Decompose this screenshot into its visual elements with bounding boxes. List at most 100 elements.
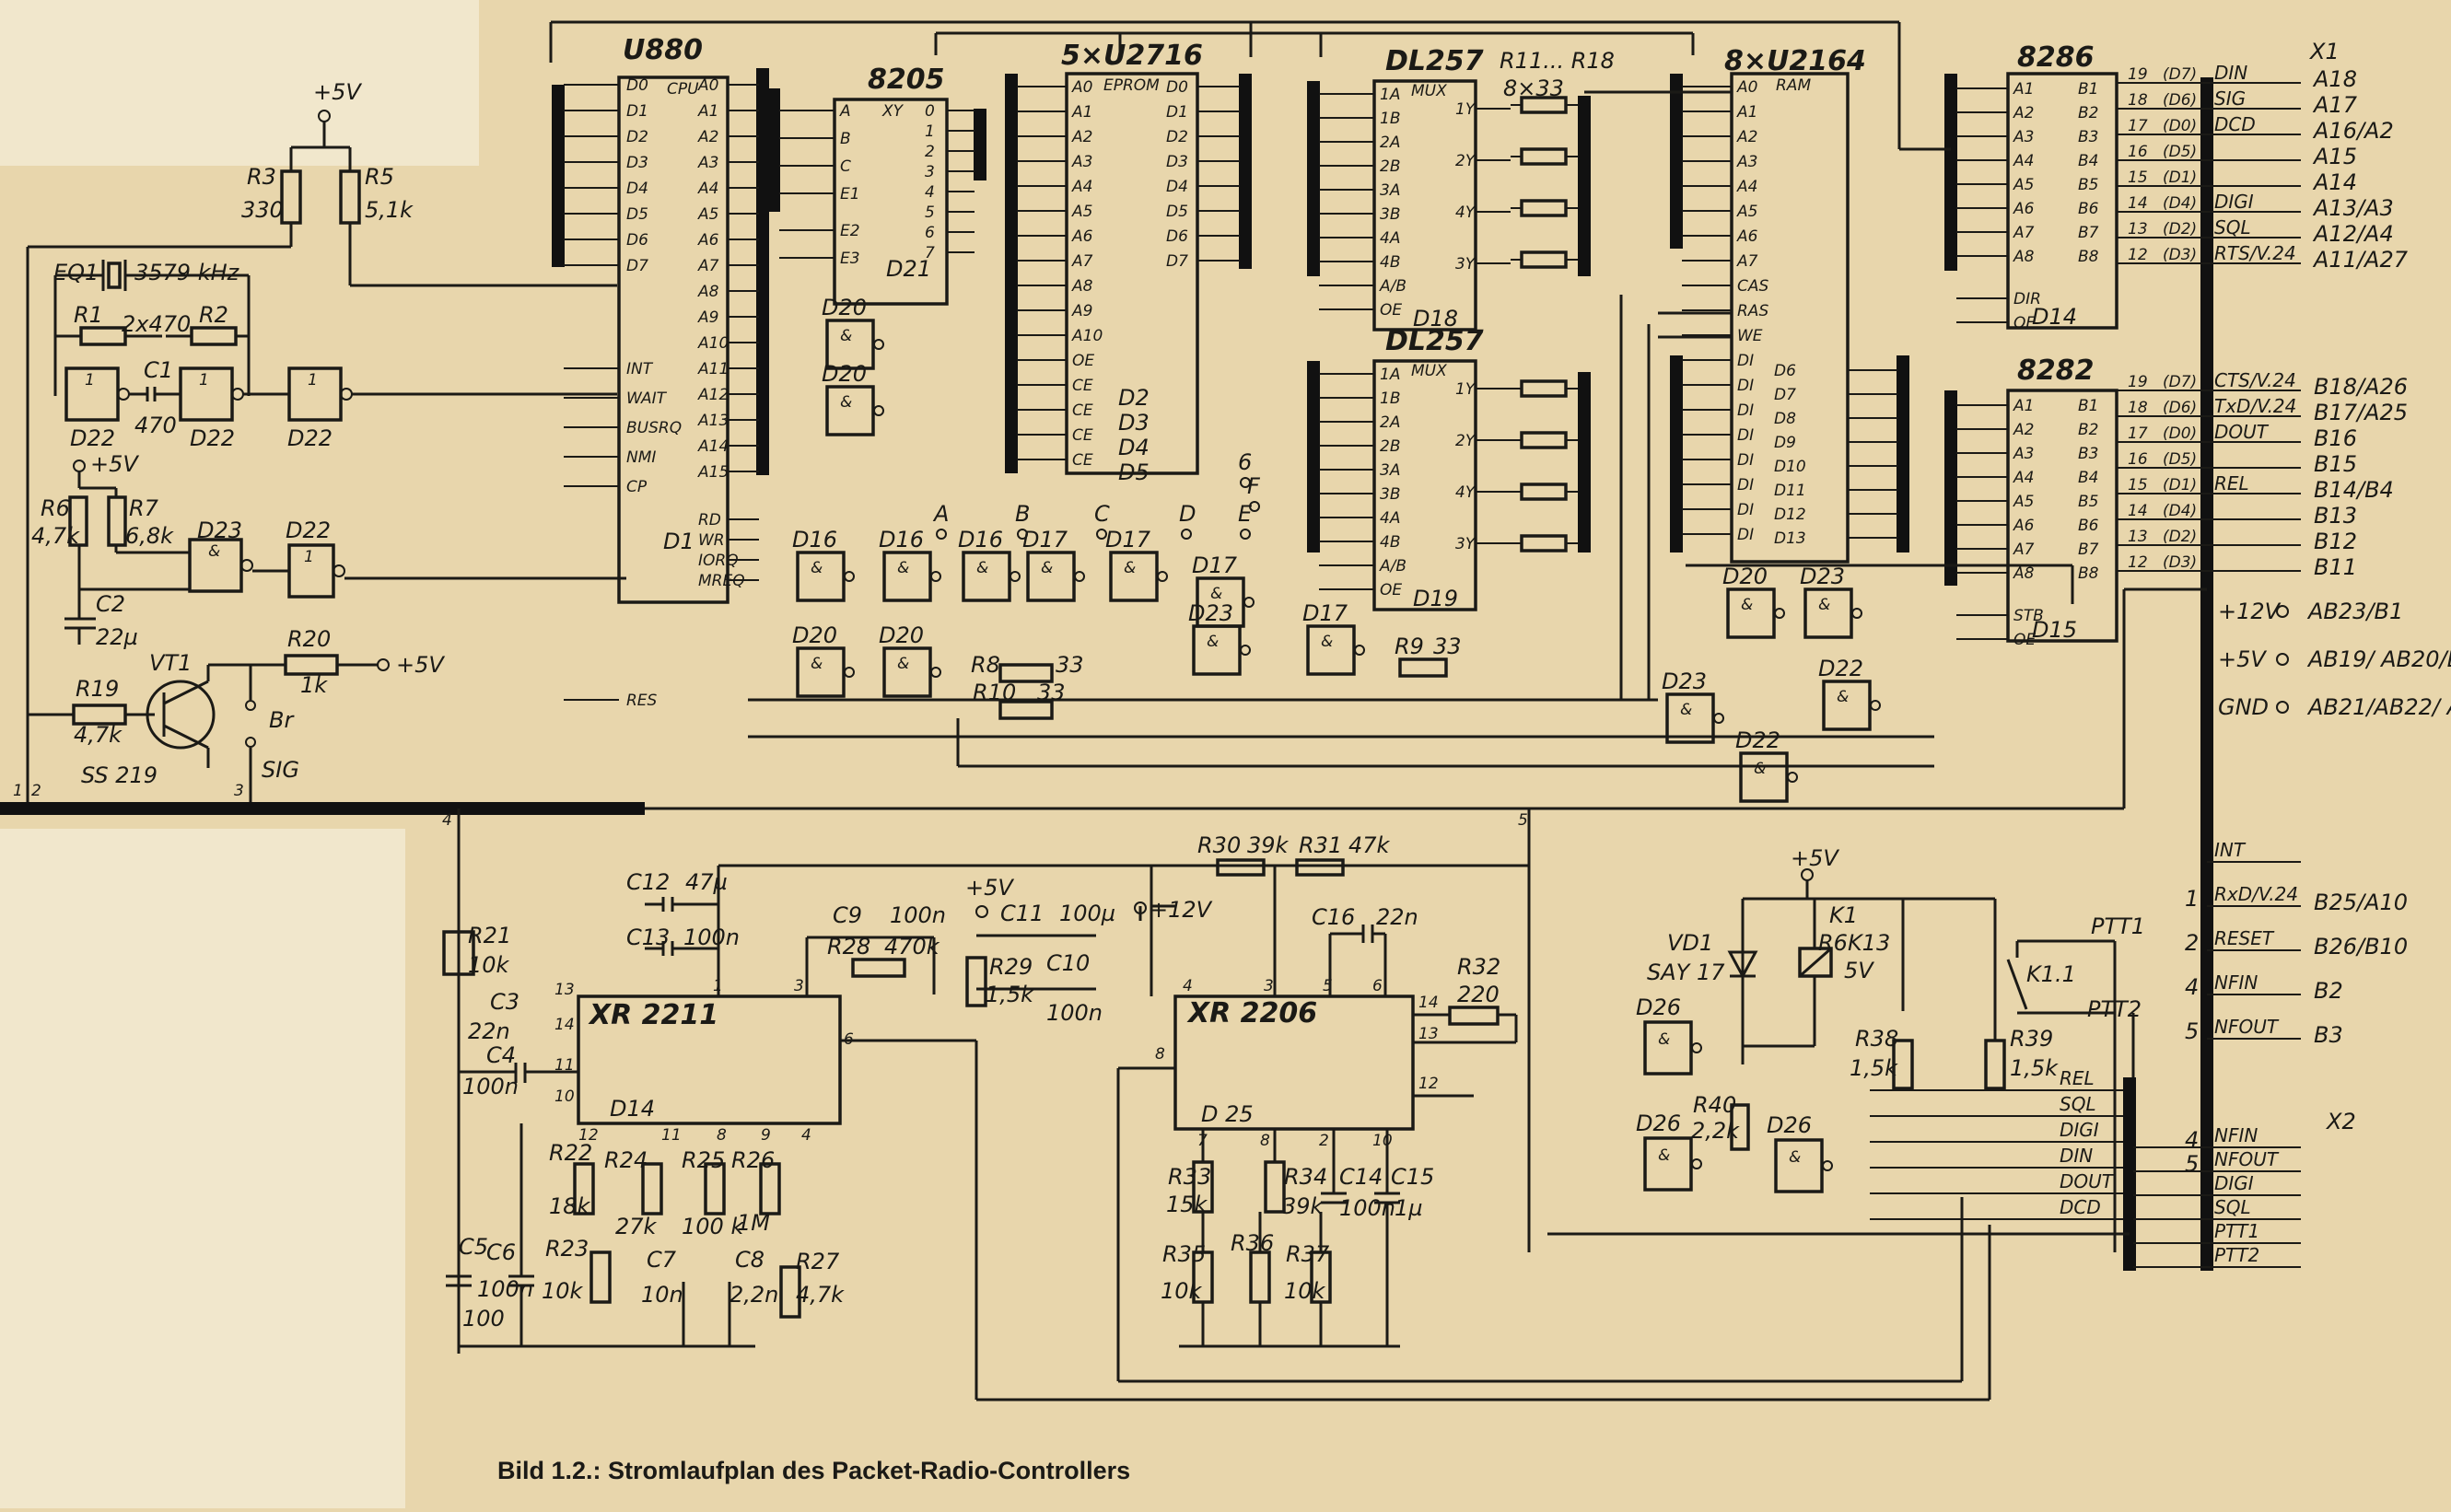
crystal-eq1 (107, 262, 122, 289)
cpu-pin-a7: A7 (697, 257, 719, 275)
svg-text:3: 3 (234, 782, 244, 800)
buffer2-out-b1: B1 (2078, 397, 2098, 415)
gate-inverter-bubble (1243, 597, 1255, 608)
svg-text:15k: 15k (1166, 1192, 1208, 1217)
x1-top-data: (D5) (2163, 143, 2197, 161)
eprom-pin-ce: CE (1072, 377, 1093, 395)
signal-label-sql: SQL (2060, 1093, 2096, 1115)
eprom-out-d6: D6 (1166, 227, 1188, 246)
buffer2-pin-a1: A1 (2013, 397, 2034, 415)
svg-text:R27: R27 (796, 1249, 840, 1274)
svg-text:18k: 18k (549, 1193, 591, 1219)
ram-pin-a6: A6 (1736, 227, 1758, 246)
gate-inverter-bubble (1870, 700, 1881, 711)
decoder-pin-e3: E3 (840, 250, 860, 268)
svg-text:5: 5 (1518, 811, 1528, 830)
buffer1-out-b7: B7 (2078, 224, 2099, 242)
gate-symbol: & (1124, 559, 1136, 577)
x1-bottom-data: (D3) (2163, 553, 2197, 572)
cpu-u880: U880 CPU D1 D0D1D2D3D4D5D6D7INTWAITBUSRQ… (552, 34, 769, 710)
jumper-label: A (932, 501, 949, 527)
gate-label: D17 (1022, 527, 1068, 552)
x1-top-data: (D6) (2163, 91, 2197, 110)
ram-out-d6: D6 (1774, 362, 1796, 380)
x1-bottom-destination: B12 (2314, 529, 2357, 554)
gate-inverter-bubble (1691, 1158, 1702, 1169)
x2-pin: 5 (2185, 1151, 2199, 1177)
svg-text:10k: 10k (468, 952, 510, 978)
svg-text:C1: C1 (144, 357, 173, 383)
transceiver-8286: 8286 D14 (1944, 41, 2118, 330)
gate-symbol: & (976, 559, 988, 577)
cpu-pin-iorq: IORQ (698, 552, 739, 570)
x1-lower-signal: RxD/V.24 (2214, 883, 2298, 905)
svg-text:C5: C5 (459, 1234, 488, 1260)
svg-text:14: 14 (554, 1016, 575, 1034)
svg-text:10: 10 (554, 1087, 575, 1106)
mux2-pin-4a: 4A (1380, 509, 1400, 528)
cpu-pin-busrq: BUSRQ (626, 419, 682, 437)
x1-top-pin: 12 (2128, 246, 2148, 264)
mux-dl257-lower: DL257 MUX D19 (1307, 325, 1484, 611)
svg-text:R38: R38 (1855, 1026, 1898, 1052)
gate-symbol: & (1041, 559, 1053, 577)
svg-text:+5V: +5V (90, 451, 139, 477)
svg-text:C7: C7 (647, 1247, 677, 1273)
svg-text:R23: R23 (545, 1236, 589, 1262)
svg-text:R24: R24 (604, 1147, 648, 1173)
buffer1-pin-oe: OE (2013, 314, 2036, 332)
svg-text:6: 6 (1372, 977, 1383, 995)
svg-text:VD1: VD1 (1667, 930, 1713, 956)
svg-text:C2: C2 (96, 591, 125, 617)
svg-text:D18: D18 (1413, 306, 1458, 331)
svg-text:C8: C8 (735, 1247, 764, 1273)
cpu-pin-nmi: NMI (626, 448, 656, 467)
gate-symbol: & (811, 655, 823, 673)
eprom-pin-a10: A10 (1071, 327, 1103, 345)
mux1-pin-3b: 3B (1380, 205, 1400, 224)
cpu-pin-a5: A5 (697, 205, 718, 224)
buffer1-pin-a4: A4 (2013, 152, 2034, 170)
buffer1-out-b3: B3 (2078, 128, 2098, 146)
svg-text:100µ: 100µ (1059, 901, 1115, 926)
svg-text:8×U2164: 8×U2164 (1724, 45, 1866, 77)
svg-text:D 25: D 25 (1201, 1101, 1254, 1127)
ram-pin-a5: A5 (1736, 203, 1757, 221)
svg-text:+5V: +5V (396, 652, 445, 678)
mux2-out-3y: 3Y (1455, 535, 1476, 553)
x1-bottom-pin: 17 (2128, 425, 2148, 443)
buffer1-out-b4: B4 (2078, 152, 2098, 170)
cpu-pin-int: INT (626, 360, 654, 378)
svg-text:100n: 100n (683, 925, 740, 950)
resistor-r31 (1295, 858, 1345, 877)
x1-top-pin: 15 (2128, 169, 2148, 187)
svg-text:R40: R40 (1693, 1092, 1736, 1118)
svg-text:PTT1: PTT1 (2091, 913, 2145, 939)
gate-symbol: & (1789, 1148, 1801, 1167)
gate-inverter-bubble (930, 667, 941, 678)
x1-bottom-destination: B18/A26 (2314, 374, 2408, 400)
x1-bottom-signal: CTS/V.24 (2214, 369, 2296, 391)
svg-text:R25: R25 (682, 1147, 725, 1173)
cpu-pin-a10: A10 (697, 334, 729, 353)
svg-text:1,5k: 1,5k (2010, 1055, 2059, 1081)
x1-bottom-destination: B17/A25 (2314, 400, 2408, 425)
eprom-pin-a1: A1 (1071, 103, 1092, 122)
jumper-terminal (1096, 529, 1107, 540)
buffer1-pin-a3: A3 (2013, 128, 2034, 146)
svg-text:SAY 17: SAY 17 (1647, 960, 1725, 985)
mux1-out-3y: 3Y (1455, 255, 1476, 273)
svg-text:5,1k: 5,1k (365, 197, 414, 223)
resistor-r21 (442, 930, 475, 976)
buffer1-pin-a6: A6 (2013, 200, 2035, 218)
x2-signal: PTT2 (2214, 1244, 2259, 1266)
ram-pin-we: WE (1737, 327, 1763, 345)
svg-text:330: 330 (241, 197, 284, 223)
svg-text:8: 8 (717, 1126, 727, 1145)
ram-pin-a0: A0 (1736, 78, 1757, 97)
buffer1-out-b6: B6 (2078, 200, 2099, 218)
svg-text:C12: C12 (626, 869, 670, 895)
svg-text:&: & (208, 542, 220, 561)
svg-text:Br: Br (269, 707, 295, 733)
